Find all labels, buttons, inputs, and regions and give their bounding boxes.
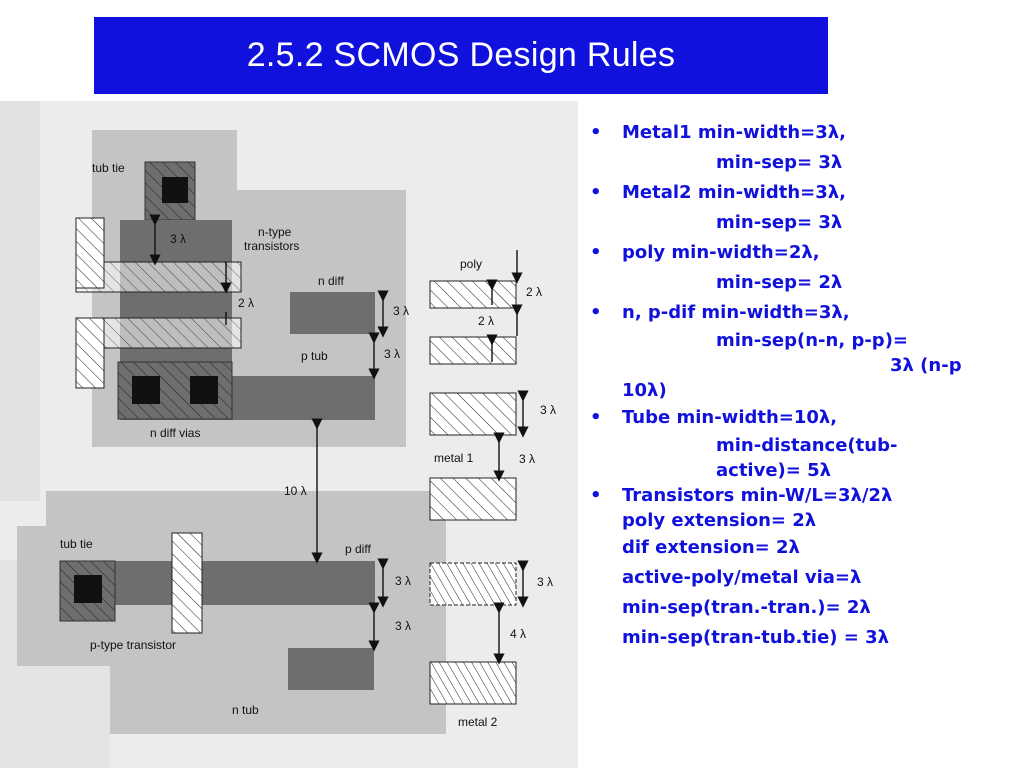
label-p-tub: p tub	[301, 349, 328, 363]
rule-line: Metal2 min-width=3λ,	[590, 178, 1015, 208]
rule-line: n, p-dif min-width=3λ,	[590, 298, 1015, 328]
label-n-tub: n tub	[232, 703, 259, 717]
rule-line: min-sep(tran.-tran.)= 2λ	[622, 597, 871, 618]
rule-line: poly min-width=2λ,	[590, 238, 1015, 268]
metal2-sample	[429, 562, 517, 606]
label-n-type-1: n-type	[258, 225, 292, 239]
n-diff-extension	[232, 376, 375, 420]
dim-poly-a: 2 λ	[526, 285, 542, 299]
via	[132, 376, 160, 404]
rule-line: poly extension= 2λ	[622, 510, 817, 531]
dim-m2-b: 4 λ	[510, 627, 526, 641]
label-p-diff: p diff	[345, 542, 371, 556]
design-rules-figure: tub tie n-type transistors n diff p tub …	[0, 101, 578, 768]
dim-m1-b: 3 λ	[519, 452, 535, 466]
rule-line: 3λ (n-p	[890, 355, 962, 376]
dim-ndiff-a: 3 λ	[393, 304, 409, 318]
metal1-sample	[429, 477, 517, 521]
poly-sample	[429, 336, 517, 365]
dim-pdiff-b: 3 λ	[395, 619, 411, 633]
via	[162, 177, 188, 203]
via	[190, 376, 218, 404]
rule-line: Transistors min-W/L=3λ/2λ	[590, 483, 1015, 508]
dim-ndiff-b: 3 λ	[384, 347, 400, 361]
label-tub-tie-bottom: tub tie	[60, 537, 93, 551]
p-diff-strip	[115, 561, 375, 605]
via	[74, 575, 102, 603]
rule-line: min-sep(n-n, p-p)=	[716, 330, 908, 351]
label-n-type-2: transistors	[244, 239, 299, 253]
rule-line: Tube min-width=10λ,	[590, 403, 1015, 433]
poly-strip-lower	[171, 532, 203, 634]
rule-line: min-sep= 3λ	[716, 152, 843, 173]
p-diff-block	[288, 648, 374, 690]
label-metal1: metal 1	[434, 451, 474, 465]
rule-line: active-poly/metal via=λ	[622, 567, 862, 588]
metal1-sample	[429, 392, 517, 436]
label-poly: poly	[460, 257, 482, 271]
dim-m2-a: 3 λ	[537, 575, 553, 589]
label-n-diff: n diff	[318, 274, 344, 288]
rule-line: active)= 5λ	[716, 460, 832, 481]
label-p-type-transistor: p-type transistor	[90, 638, 176, 652]
rule-line: min-sep= 3λ	[716, 212, 843, 233]
metal2-sample	[429, 661, 517, 705]
slide-title-bar: 2.5.2 SCMOS Design Rules	[94, 17, 828, 94]
dimension-arrows	[149, 214, 529, 665]
poly-end	[75, 317, 105, 389]
rule-line: dif extension= 2λ	[622, 537, 800, 558]
poly-end	[75, 217, 105, 289]
design-rules-list: Metal1 min-width=3λ, min-sep= 3λ Metal2 mi…	[590, 118, 1015, 653]
poly-sample	[429, 280, 517, 309]
n-diff-block	[290, 292, 375, 334]
rule-line: min-sep= 2λ	[716, 272, 843, 293]
dim-tubtie: 3 λ	[170, 232, 186, 246]
rule-line: min-sep(tran-tub.tie) = 3λ	[622, 627, 890, 648]
rule-line: Metal1 min-width=3λ,	[590, 118, 1015, 148]
dim-trans: 2 λ	[238, 296, 254, 310]
label-ten-lambda: 10 λ	[284, 484, 307, 498]
dim-m1-a: 3 λ	[540, 403, 556, 417]
design-rules-diagram: tub tie n-type transistors n diff p tub …	[0, 101, 578, 768]
rule-line: 10λ)	[622, 380, 667, 401]
label-n-diff-vias: n diff vias	[150, 426, 200, 440]
rule-line: min-distance(tub-	[716, 435, 898, 456]
slide-title: 2.5.2 SCMOS Design Rules	[246, 36, 676, 74]
dim-poly-b: 2 λ	[478, 314, 494, 328]
label-metal2: metal 2	[458, 715, 498, 729]
label-tub-tie-top: tub tie	[92, 161, 125, 175]
dim-pdiff-a: 3 λ	[395, 574, 411, 588]
